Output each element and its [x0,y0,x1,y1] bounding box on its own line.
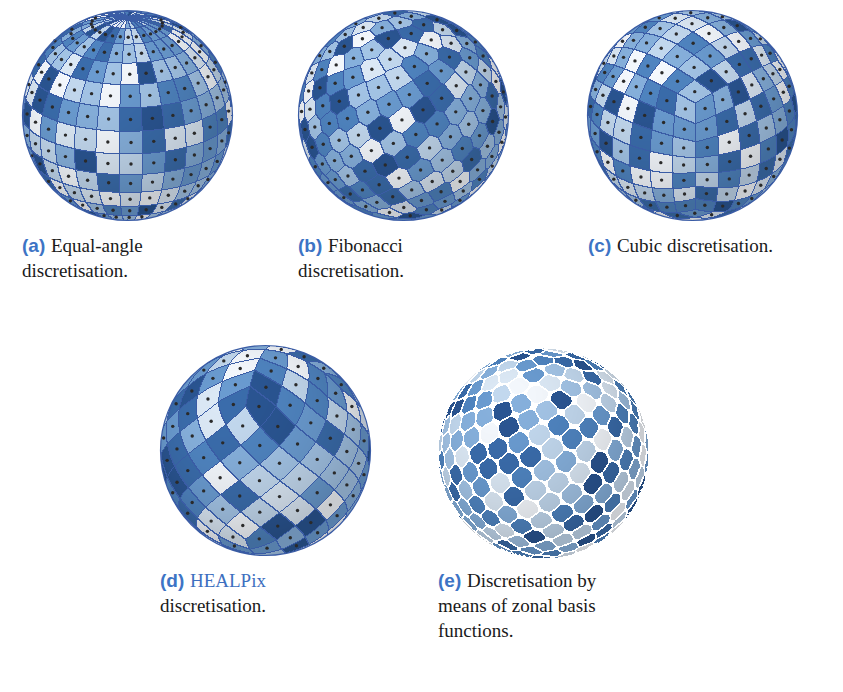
caption-text: Discretisation by means of zonal basis f… [438,570,596,641]
caption-text: discretisation. [160,595,266,616]
sphere-outline [161,346,371,556]
link-text: HEALPix [190,570,266,591]
figure-caption: (c) Cubic discretisation. [588,233,838,258]
sphere-discretisation [160,345,371,556]
sphere-discretisation [587,10,798,221]
figure-caption: (d) HEALPix discretisation. [160,568,330,618]
sphere-discretisation [438,348,649,559]
subfigure-tag: (e) [438,570,461,591]
subfigure-tag: (b) [298,235,322,256]
subfigure-tag: (a) [22,235,45,256]
sphere-outline [23,11,233,221]
subfigure-tag: (c) [588,235,611,256]
caption-text: Cubic discretisation. [617,235,773,256]
sphere-outline [588,11,798,221]
sphere-discretisation [22,10,233,221]
figure-caption: (a)Equal-angle discretisation. [22,233,222,283]
subfigure-tag: (d) [160,570,184,591]
sphere-discretisation [298,10,509,221]
sphere-outline [299,11,509,221]
figure-caption: (b)Fibonacci discretisation. [298,233,498,283]
figure-caption: (e)Discretisation by means of zonal basi… [438,568,638,643]
